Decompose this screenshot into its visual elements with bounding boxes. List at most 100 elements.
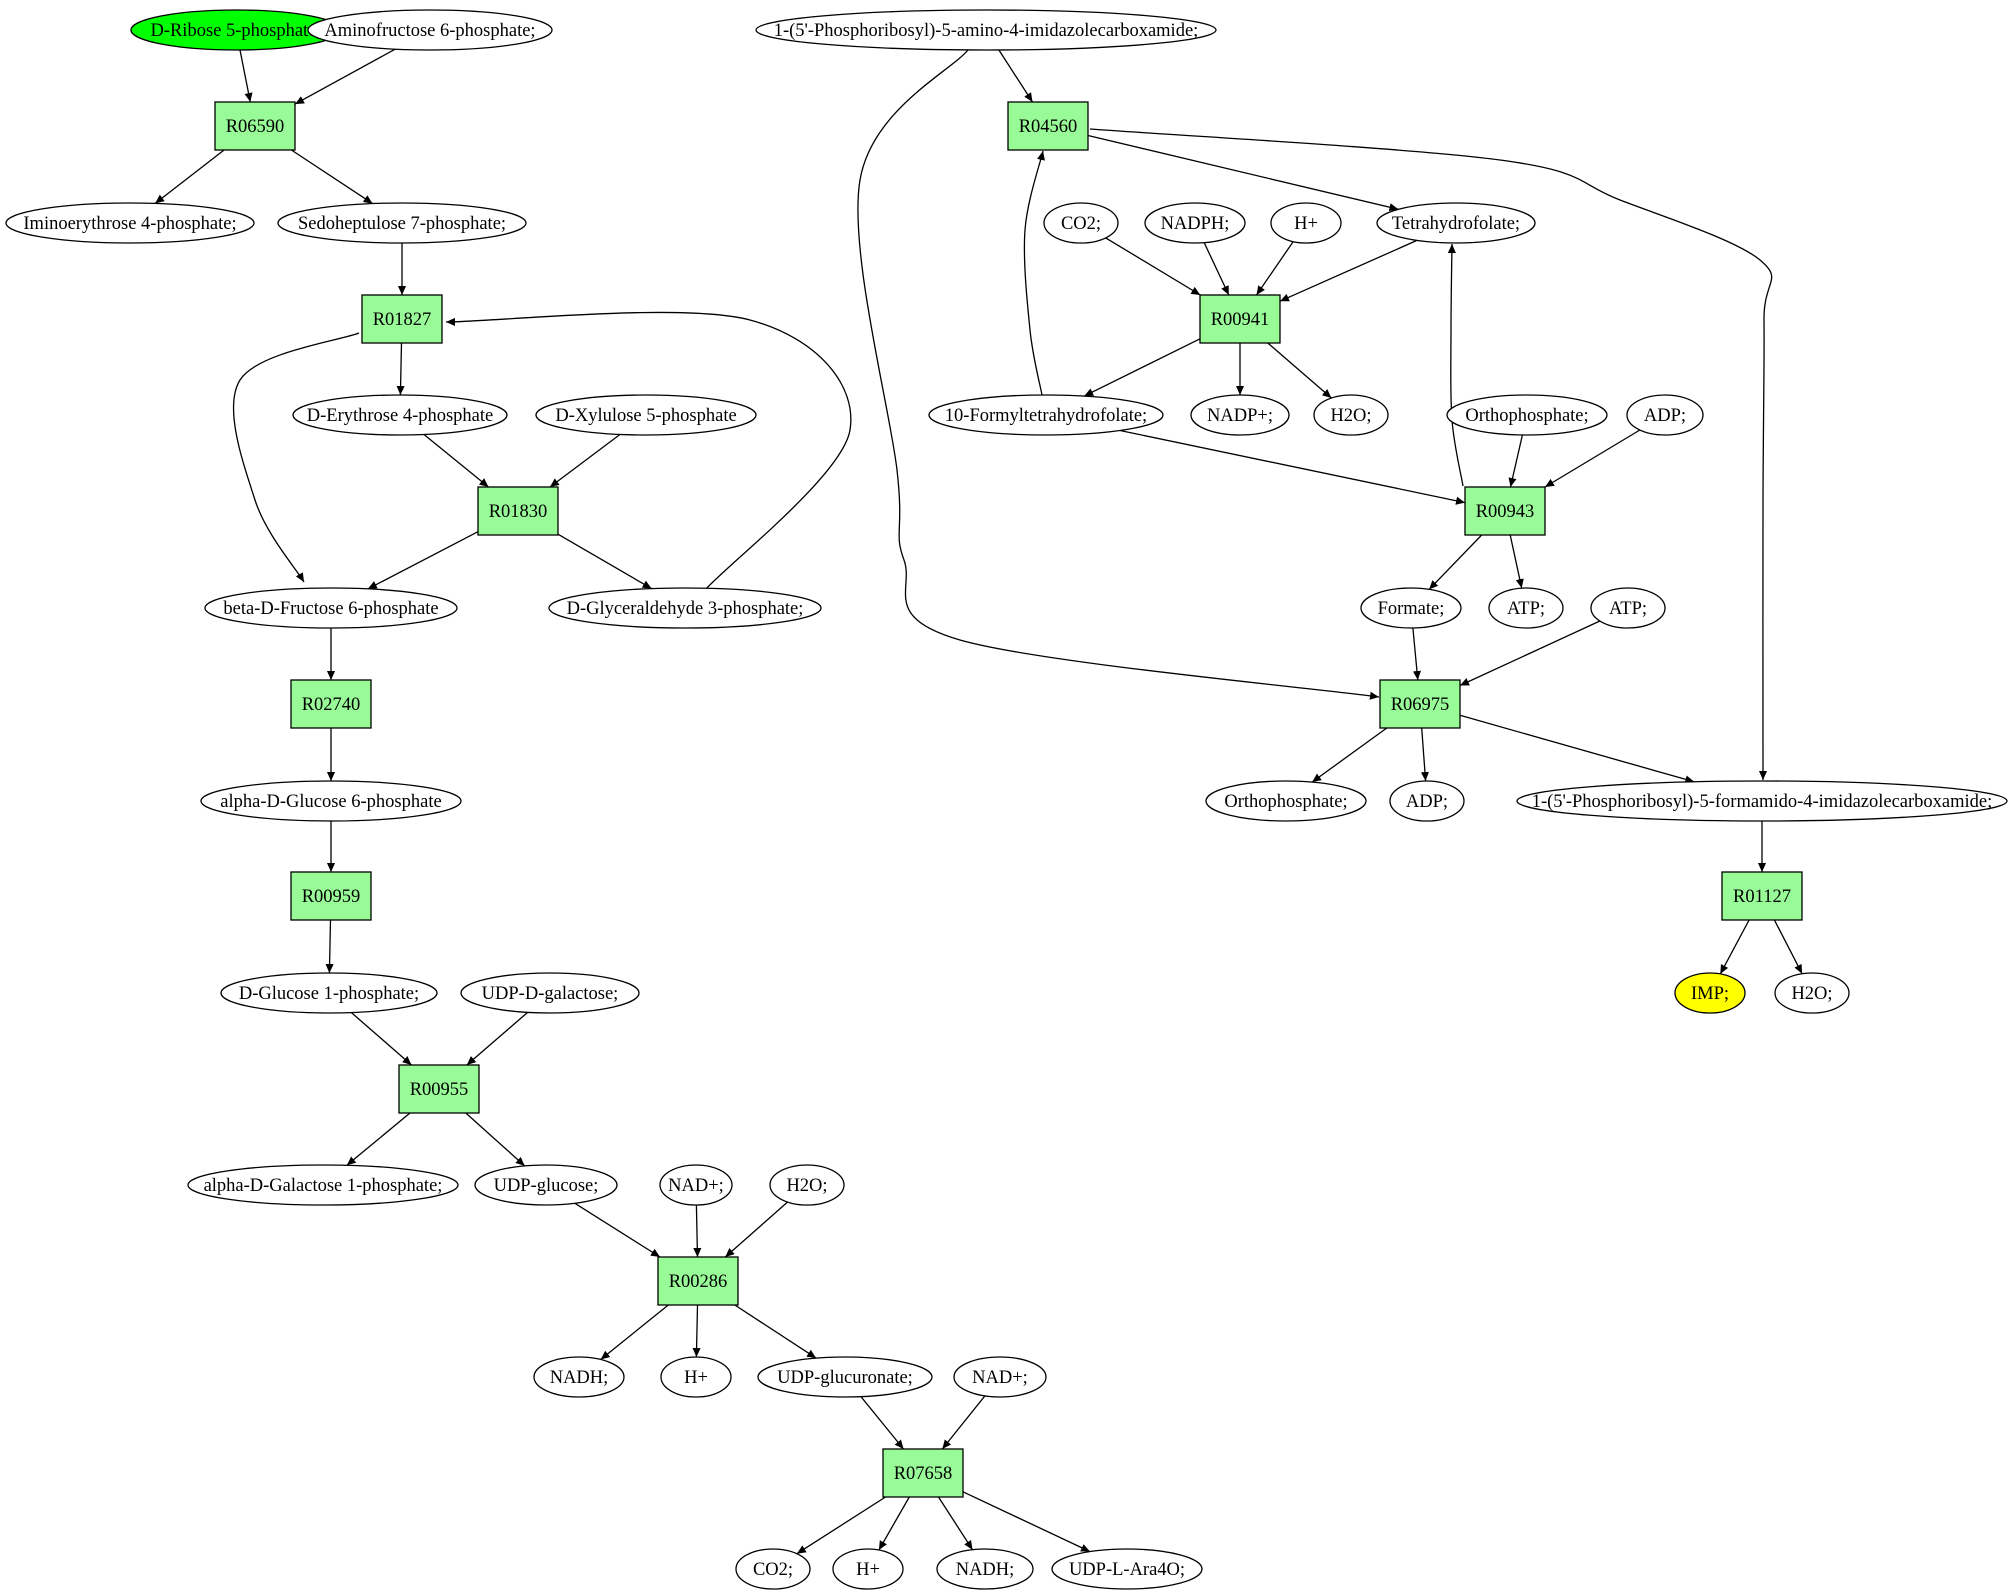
metabolite-node-n_co2_a[interactable]: CO2; <box>1043 202 1119 244</box>
metabolite-ellipse <box>1590 587 1666 629</box>
metabolite-ellipse <box>769 1164 845 1206</box>
metabolite-node-n_thf[interactable]: Tetrahydrofolate; <box>1376 202 1536 244</box>
metabolite-ellipse <box>220 972 438 1014</box>
node-label: H+ <box>856 1560 880 1580</box>
reaction-box <box>1007 101 1089 151</box>
metabolite-node-n_h2o_c[interactable]: H2O; <box>769 1164 845 1206</box>
metabolite-node-n_iminoerythrose4p[interactable]: Iminoerythrose 4-phosphate; <box>5 202 255 244</box>
reaction-node-r_R06590[interactable]: R06590 <box>214 101 296 151</box>
edge-r_R04560-to-n_thf <box>1087 134 1399 212</box>
metabolite-ellipse <box>1488 587 1564 629</box>
metabolite-node-n_orthophosphate_a[interactable]: Orthophosphate; <box>1446 394 1608 436</box>
metabolite-node-n_formate[interactable]: Formate; <box>1360 587 1462 629</box>
node-label: UDP-L-Ara4O; <box>1069 1560 1185 1580</box>
metabolite-node-n_g3p[interactable]: D-Glyceraldehyde 3-phosphate; <box>548 587 822 629</box>
metabolite-ellipse <box>936 1548 1034 1590</box>
reaction-node-r_R00286[interactable]: R00286 <box>657 1256 739 1306</box>
reaction-node-r_R01127[interactable]: R01127 <box>1721 871 1803 921</box>
node-label: CO2; <box>753 1560 793 1580</box>
metabolite-node-n_sedoheptulose7p[interactable]: Sedoheptulose 7-phosphate; <box>277 202 527 244</box>
edge-n_erythrose4p-to-r_R01830 <box>423 433 489 488</box>
metabolite-node-n_udpara4o[interactable]: UDP-L-Ara4O; <box>1051 1548 1203 1590</box>
edge-r_R01830-to-n_bfructose6p <box>367 531 479 590</box>
reaction-box <box>657 1256 739 1306</box>
metabolite-node-n_adp_b[interactable]: ADP; <box>1389 780 1465 822</box>
reaction-node-r_R00941[interactable]: R00941 <box>1199 294 1281 344</box>
metabolite-node-n_ag6p[interactable]: alpha-D-Glucose 6-phosphate <box>200 780 462 822</box>
edge-n_co2_a-to-r_R00941 <box>1105 237 1201 296</box>
reaction-node-r_R06975[interactable]: R06975 <box>1379 679 1461 729</box>
reaction-box <box>477 486 559 536</box>
edge-r_R01827-to-n_bfructose6p <box>232 332 360 583</box>
edge-n_aminofructose6p-to-r_R06590 <box>294 48 396 105</box>
reaction-node-r_R02740[interactable]: R02740 <box>290 679 372 729</box>
edge-r_R07658-to-n_nadh_b <box>937 1496 974 1551</box>
metabolite-ellipse <box>5 202 255 244</box>
reaction-node-r_R07658[interactable]: R07658 <box>882 1448 964 1498</box>
edge-n_orthophosphate_a-to-r_R00943 <box>1508 434 1524 488</box>
metabolite-ellipse <box>533 1356 625 1398</box>
metabolite-node-n_nadpplus[interactable]: NADP+; <box>1190 394 1290 436</box>
node-label: Orthophosphate; <box>1465 406 1588 426</box>
metabolite-ellipse <box>1043 202 1119 244</box>
metabolite-node-n_g1p[interactable]: D-Glucose 1-phosphate; <box>220 972 438 1014</box>
metabolite-node-n_h2o_b[interactable]: H2O; <box>1774 972 1850 1014</box>
node-label: D-Ribose 5-phosphate; <box>150 21 321 41</box>
metabolite-node-n_xylulose5p[interactable]: D-Xylulose 5-phosphate <box>535 394 757 436</box>
metabolite-node-n_10fthf[interactable]: 10-Formyltetrahydrofolate; <box>928 394 1164 436</box>
reaction-node-r_R01830[interactable]: R01830 <box>477 486 559 536</box>
edge-r_R00943-to-n_atp_a <box>1509 534 1524 589</box>
metabolite-node-n_nadh_a[interactable]: NADH; <box>533 1356 625 1398</box>
metabolite-node-n_co2_b[interactable]: CO2; <box>735 1548 811 1590</box>
edge-r_R00941-to-n_h2o_a <box>1267 342 1332 399</box>
edge-r_R00286-to-n_nadh_a <box>600 1304 669 1361</box>
metabolite-node-n_udpgal[interactable]: UDP-D-galactose; <box>460 972 640 1014</box>
metabolite-node-n_nadh_b[interactable]: NADH; <box>936 1548 1034 1590</box>
reaction-node-r_R00943[interactable]: R00943 <box>1464 486 1546 536</box>
metabolite-node-n_adp_a[interactable]: ADP; <box>1626 394 1704 436</box>
metabolite-node-n_agal1p[interactable]: alpha-D-Galactose 1-phosphate; <box>187 1164 459 1206</box>
metabolite-ellipse <box>548 587 822 629</box>
node-label: R00286 <box>669 1272 728 1292</box>
metabolite-node-n_hplus_c[interactable]: H+ <box>832 1548 904 1590</box>
metabolite-node-n_udpglcA[interactable]: UDP-glucuronate; <box>757 1356 933 1398</box>
metabolite-node-n_faicar[interactable]: 1-(5'-Phosphoribosyl)-5-formamido-4-imid… <box>1516 780 2008 822</box>
edge-n_10fthf-to-r_R04560 <box>1023 150 1045 396</box>
metabolite-node-n_imp[interactable]: IMP; <box>1674 972 1746 1014</box>
metabolite-node-n_nadplus_b[interactable]: NAD+; <box>953 1356 1047 1398</box>
node-label: D-Glyceraldehyde 3-phosphate; <box>567 599 804 619</box>
edge-r_R00955-to-n_agal1p <box>346 1112 411 1166</box>
reaction-node-r_R00955[interactable]: R00955 <box>398 1064 480 1114</box>
metabolite-ellipse <box>659 1164 733 1206</box>
metabolite-node-n_bfructose6p[interactable]: beta-D-Fructose 6-phosphate <box>204 587 458 629</box>
reaction-node-r_R00959[interactable]: R00959 <box>290 871 372 921</box>
metabolite-node-n_aminofructose6p[interactable]: Aminofructose 6-phosphate; <box>307 9 553 51</box>
metabolite-ellipse <box>187 1164 459 1206</box>
node-label: R01827 <box>373 310 432 330</box>
edge-n_udpglcA-to-r_R07658 <box>860 1396 905 1450</box>
metabolite-node-n_nadplus_a[interactable]: NAD+; <box>659 1164 733 1206</box>
metabolite-node-n_hplus_b[interactable]: H+ <box>660 1356 732 1398</box>
reaction-box <box>1379 679 1461 729</box>
reaction-node-r_R04560[interactable]: R04560 <box>1007 101 1089 151</box>
metabolite-node-n_nadph[interactable]: NADPH; <box>1144 202 1246 244</box>
edge-r_R07658-to-n_hplus_c <box>878 1496 910 1551</box>
metabolite-node-n_erythrose4p[interactable]: D-Erythrose 4-phosphate <box>292 394 508 436</box>
metabolite-node-n_udpglc[interactable]: UDP-glucose; <box>474 1164 618 1206</box>
node-label: alpha-D-Galactose 1-phosphate; <box>204 1176 443 1196</box>
node-label: H2O; <box>786 1176 827 1196</box>
metabolite-node-n_atp_b[interactable]: ATP; <box>1590 587 1666 629</box>
reaction-box <box>361 294 443 344</box>
metabolite-node-n_h2o_a[interactable]: H2O; <box>1313 394 1389 436</box>
node-label: Aminofructose 6-phosphate; <box>324 21 535 41</box>
metabolite-node-n_hplus_a[interactable]: H+ <box>1270 202 1342 244</box>
reaction-node-r_R01827[interactable]: R01827 <box>361 294 443 344</box>
reaction-box <box>398 1064 480 1114</box>
metabolite-ellipse <box>1446 394 1608 436</box>
reaction-box <box>290 871 372 921</box>
metabolite-node-n_atp_a[interactable]: ATP; <box>1488 587 1564 629</box>
metabolite-node-n_aicar[interactable]: 1-(5'-Phosphoribosyl)-5-amino-4-imidazol… <box>755 9 1217 51</box>
metabolite-node-n_orthophosphate_b[interactable]: Orthophosphate; <box>1205 780 1367 822</box>
node-label: R07658 <box>894 1464 953 1484</box>
